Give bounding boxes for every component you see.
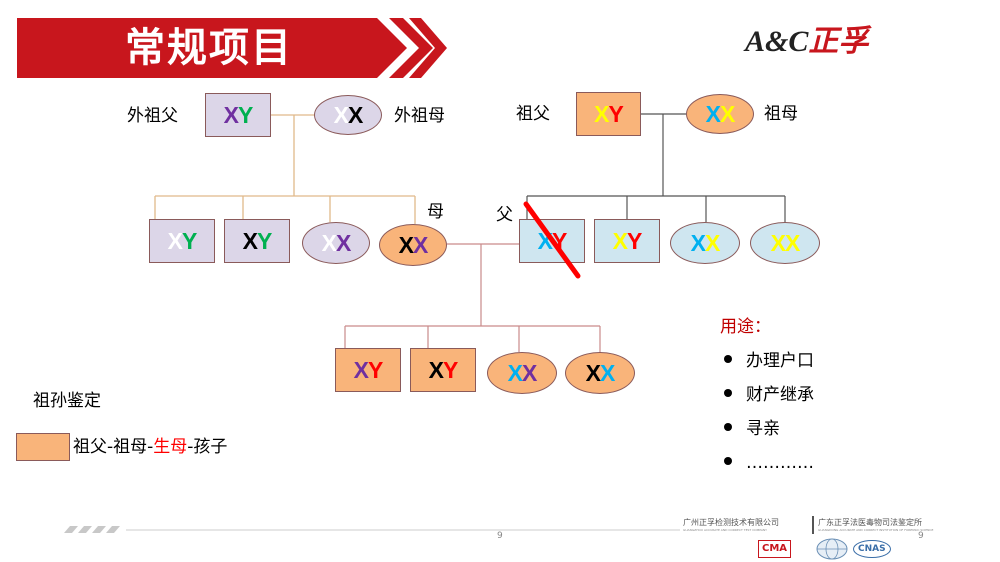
chromosome-letter: X bbox=[585, 359, 601, 386]
label-grandfather: 祖父 bbox=[516, 104, 550, 124]
label-grandmother: 祖母 bbox=[764, 104, 798, 124]
company-logo: A&C正孚 bbox=[745, 22, 868, 62]
uses-item: ………… bbox=[724, 452, 814, 474]
uses-item: 寻亲 bbox=[724, 418, 780, 440]
company-1-english: GUANGZHOU ACCURATE AND CORRECT TEST COMP… bbox=[683, 528, 767, 532]
company-2-english: GUANGDONG ACCURATE AND CORRECT INSTITUTI… bbox=[818, 528, 934, 532]
chromosome-letter: X bbox=[348, 101, 363, 128]
footer-stripe bbox=[64, 526, 680, 533]
chromosome-letter: Y bbox=[257, 227, 272, 254]
uses-item: 财产继承 bbox=[724, 384, 814, 406]
uses-item-text: ………… bbox=[746, 453, 814, 473]
exclusion-cross-mark bbox=[523, 201, 581, 279]
chromosome-letter: X bbox=[594, 100, 609, 127]
cma-badge: CMA bbox=[758, 540, 792, 558]
company-2-name: 广东正孚法医毒物司法鉴定所 bbox=[818, 518, 922, 527]
page-number-right: 9 bbox=[918, 531, 924, 541]
label-father: 父 bbox=[496, 205, 513, 225]
chromosome-letter: X bbox=[223, 101, 239, 128]
bullet-dot bbox=[724, 423, 732, 431]
chromosome-letter: Y bbox=[627, 227, 642, 254]
chromosome-letter: Y bbox=[238, 101, 253, 128]
bullet-dot bbox=[724, 457, 732, 465]
chromosome-letter: X bbox=[242, 227, 258, 254]
chromosome-letter: X bbox=[353, 356, 369, 383]
chromosome-letter: X bbox=[705, 100, 721, 127]
uses-item-text: 办理户口 bbox=[746, 351, 814, 371]
children-connectors bbox=[344, 243, 601, 352]
page-title: 常规项目 bbox=[125, 25, 293, 71]
chromosome-letter: X bbox=[705, 229, 720, 256]
chromosome-letter: Y bbox=[182, 227, 197, 254]
logo-latin: A&C bbox=[745, 25, 809, 58]
uses-item: 办理户口 bbox=[724, 350, 814, 372]
title-banner bbox=[17, 18, 447, 78]
chromosome-letter: X bbox=[333, 101, 349, 128]
label-mother: 母 bbox=[427, 202, 444, 222]
ilac-mra-globe-icon bbox=[816, 538, 848, 560]
chromosome-letter: Y bbox=[608, 100, 624, 127]
bullet-dot bbox=[724, 389, 732, 397]
chromosome-letter: X bbox=[600, 359, 615, 386]
chromosome-letter: X bbox=[167, 227, 183, 254]
logo-chinese: 正孚 bbox=[808, 24, 869, 59]
cnas-badge: CNAS bbox=[853, 540, 891, 558]
section-title: 祖孙鉴定 bbox=[33, 391, 101, 411]
legend-part-2: 生母 bbox=[153, 437, 188, 457]
chromosome-letter: X bbox=[398, 231, 414, 258]
bullet-dot bbox=[724, 355, 732, 363]
company-1-name: 广州正孚检测技术有限公司 bbox=[683, 518, 779, 527]
legend-part-3: -孩子 bbox=[187, 437, 228, 457]
chromosome-letter: X bbox=[720, 100, 735, 127]
chromosome-letter: X bbox=[612, 227, 628, 254]
legend-text: 祖父-祖母-生母-孩子 bbox=[73, 436, 227, 458]
uses-title: 用途： bbox=[720, 317, 771, 337]
chromosome-letter: X bbox=[428, 356, 444, 383]
chromosome-letter: X bbox=[785, 229, 800, 256]
legend-swatch bbox=[16, 433, 70, 461]
chromosome-letter: X bbox=[690, 229, 706, 256]
label-maternal-grandmother: 外祖母 bbox=[394, 106, 445, 126]
chromosome-letter: X bbox=[507, 359, 523, 386]
chromosome-letter: Y bbox=[368, 356, 383, 383]
label-maternal-grandfather: 外祖父 bbox=[127, 106, 178, 126]
page-number: 9 bbox=[497, 531, 503, 541]
chromosome-letter: X bbox=[413, 231, 428, 258]
chromosome-letter: X bbox=[336, 229, 351, 256]
legend-part-1: 祖父-祖母- bbox=[73, 437, 154, 457]
chromosome-letter: X bbox=[522, 359, 537, 386]
chromosome-letter: Y bbox=[443, 356, 458, 383]
uses-item-text: 财产继承 bbox=[746, 385, 814, 405]
maternal-connectors bbox=[154, 114, 416, 224]
chromosome-letter: X bbox=[770, 229, 786, 256]
uses-item-text: 寻亲 bbox=[746, 419, 780, 439]
footer-divider bbox=[812, 516, 814, 534]
chromosome-letter: X bbox=[321, 229, 337, 256]
